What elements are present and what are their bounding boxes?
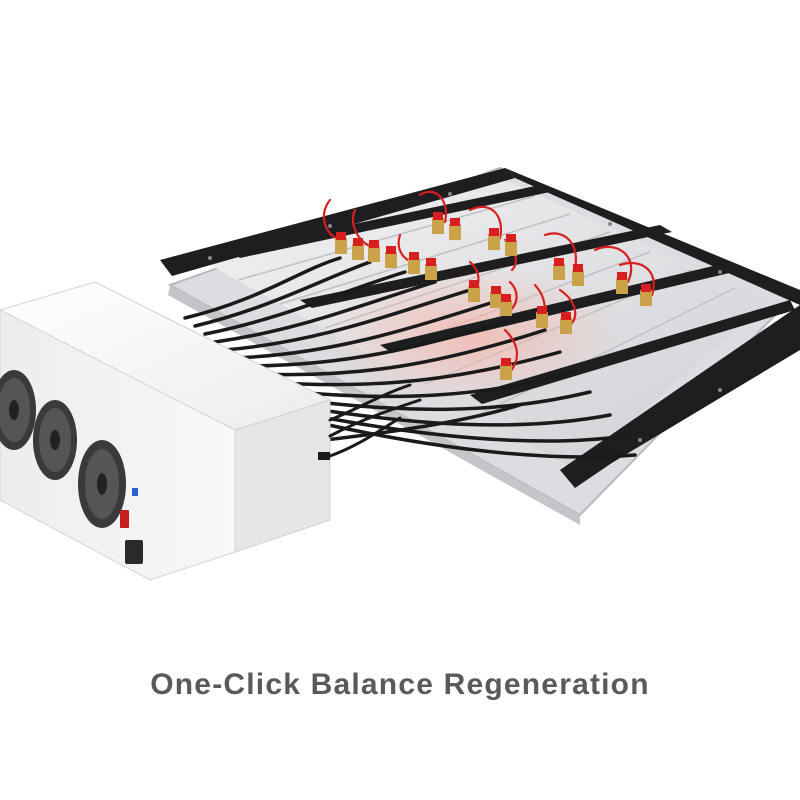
clamp-pair <box>408 252 437 280</box>
clamp-pair <box>616 272 652 306</box>
power-unit <box>0 281 332 581</box>
status-indicator <box>132 488 138 496</box>
clamp-pair <box>500 294 512 316</box>
caption-text: One-Click Balance Regeneration <box>150 668 650 701</box>
red-lead-wires <box>322 190 655 374</box>
fan-icon <box>33 400 77 480</box>
clamp-pair <box>500 358 512 380</box>
clamp-pair <box>368 240 397 268</box>
heat-glow <box>320 265 620 405</box>
clamp-pair <box>468 280 502 308</box>
power-unit-front <box>0 309 236 581</box>
terminal-clamps <box>335 212 652 380</box>
clamp-pair <box>536 306 572 334</box>
clamp-pair <box>553 258 584 286</box>
fan-icon <box>0 370 36 450</box>
clamp-pair <box>488 228 517 256</box>
battery-tray <box>160 166 800 525</box>
clamp-pair <box>432 212 461 240</box>
power-socket <box>125 540 143 564</box>
frame-bolts <box>208 192 722 442</box>
unit-output-cables <box>328 383 422 458</box>
cooling-fans <box>0 370 126 528</box>
clamp-pair <box>335 232 364 260</box>
power-switch[interactable] <box>120 510 129 528</box>
cable-port <box>318 452 330 460</box>
fan-icon <box>78 440 126 528</box>
